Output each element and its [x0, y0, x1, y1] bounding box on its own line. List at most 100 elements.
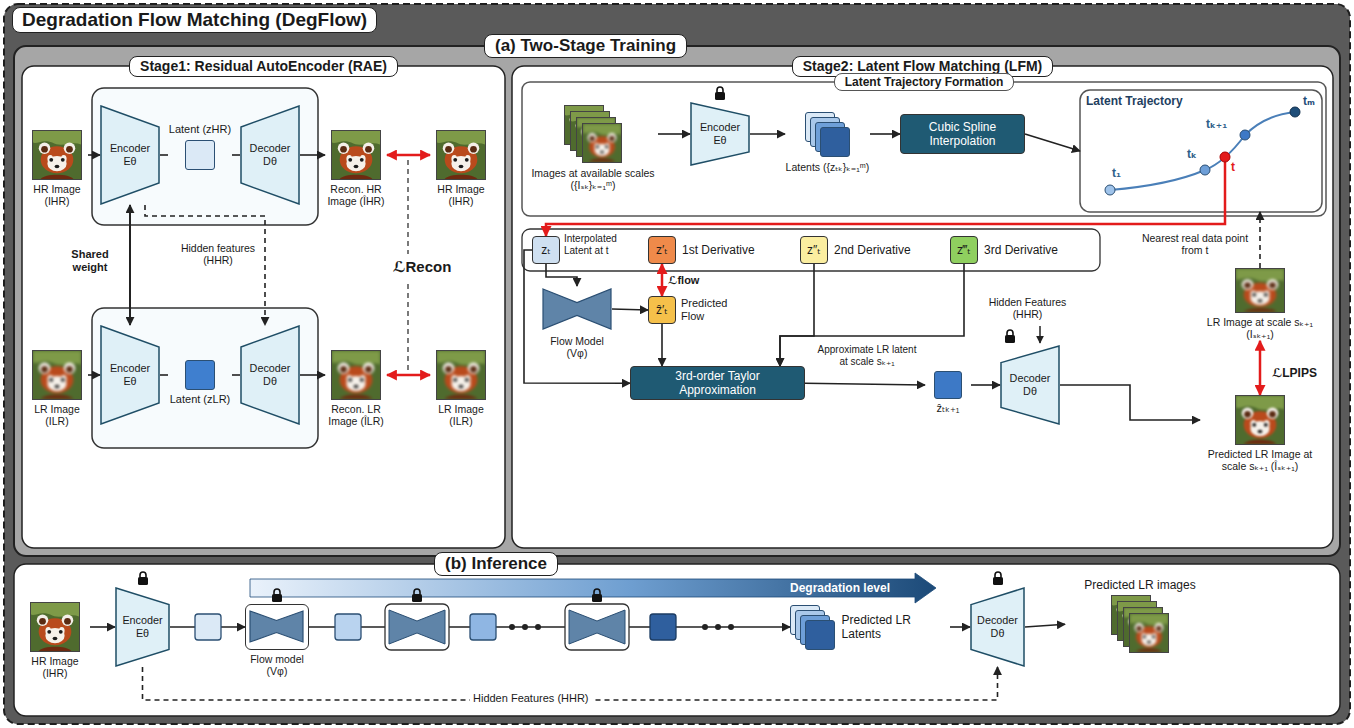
label-holder: tₖ [1187, 147, 1197, 161]
panda-photo [1236, 396, 1284, 444]
edge-label-holder: Nearest real data point from t [1138, 232, 1252, 257]
image-caption: HR Image (IHR) [26, 183, 88, 208]
lock-icon [412, 589, 422, 602]
connector [1025, 624, 1065, 627]
box-node: Cubic Spline Interpolation [900, 114, 1025, 154]
connector [870, 133, 900, 135]
latent-square [335, 614, 361, 640]
panda-photo [33, 351, 81, 399]
image-frame [436, 350, 486, 400]
section-frame [522, 82, 1326, 216]
connector [780, 264, 814, 366]
connector [524, 250, 630, 383]
box-node: z‴ₜ [950, 236, 978, 264]
trajectory-point [1200, 165, 1210, 175]
panda-photo [332, 351, 380, 399]
decoder-label: Decoder Dθ [1000, 372, 1060, 397]
annotation-label: tₖ₊₁ [1206, 117, 1227, 131]
decoder-label: Decoder Dθ [970, 614, 1025, 639]
connector [88, 154, 100, 156]
lock-holder [1004, 329, 1016, 343]
trapezoid-polygon [241, 106, 299, 204]
ellipsis-dot [715, 624, 721, 630]
img-node: HR Image (IHR) [26, 130, 88, 208]
trajectory-point [1220, 152, 1230, 162]
derivative-group [522, 229, 1100, 271]
panda-photo [437, 131, 485, 179]
panda-photo [31, 603, 79, 651]
label-holder: Predicted Flow [681, 297, 743, 323]
img-node: Recon. HR Image (ÎHR) [325, 130, 387, 208]
annotation-label: 2nd Derivative [834, 243, 911, 257]
lstack-node: Latents ({zₜₖ}ₖ₌₁ᵐ) [785, 112, 870, 173]
lock-shackle [414, 589, 420, 594]
annotation-label: 3rd Derivative [984, 243, 1058, 257]
flow-model-label: Flow Model (Vφ) [542, 335, 612, 360]
image-frame [32, 350, 82, 400]
box-node: ẑ′ₜ [648, 296, 676, 324]
lock-shackle [274, 589, 280, 594]
lock-icon [271, 588, 283, 602]
ellipsis-dot [702, 624, 708, 630]
lock-body [412, 594, 422, 602]
panel-background [14, 564, 1340, 716]
annotation-label: ℒRecon [390, 258, 454, 276]
bowtie-outline [542, 286, 612, 332]
connector [612, 309, 648, 310]
bow-node: Flow model (Vφ) [245, 604, 309, 678]
hidden-feature-arrow [1039, 326, 1041, 343]
label-holder: t₁ [1112, 166, 1121, 180]
trajectory-point [1290, 107, 1300, 117]
annotation-label: tₖ [1187, 147, 1197, 161]
lock-body [993, 577, 1003, 585]
panda-photo [332, 131, 380, 179]
process-box-label: ẑ′ₜ [655, 301, 669, 319]
edge-label-holder: Hidden features (HHR) [176, 242, 260, 267]
edge-label-holder: ℒflow [668, 274, 699, 287]
trapezoid-polygon [691, 103, 749, 165]
panda-photo [1236, 269, 1284, 312]
frame-node: Latent Trajectory FormationImages at ava… [522, 82, 1326, 216]
connector [546, 264, 577, 286]
image-caption: LR Image (ILR) [26, 403, 88, 428]
latent-square [185, 140, 215, 170]
latent-caption: Latents ({zₜₖ}ₖ₌₁ᵐ) [786, 161, 870, 173]
lock-holder [137, 571, 149, 585]
latent-square [650, 614, 676, 640]
label-holder: tₖ₊₁ [1206, 117, 1227, 131]
image-caption: Recon. LR Image (ÎLR) [325, 403, 387, 428]
image-frame [331, 130, 381, 180]
loss-leader [407, 160, 408, 254]
image-caption: Recon. HR Image (ÎHR) [325, 183, 387, 208]
panel-heading: (b) Inference [434, 552, 558, 576]
connector [1025, 134, 1080, 151]
enc-node: Encoder Eθ [100, 325, 160, 425]
lock-icon [714, 86, 726, 100]
annotation-label: t₁ [1112, 166, 1121, 180]
flow-model-shape [245, 604, 309, 650]
connector [232, 374, 240, 376]
annotation-label: t [1231, 160, 1235, 174]
label-holder: 1st Derivative [682, 243, 755, 257]
panel-heading: (a) Two-Stage Training [484, 34, 687, 58]
connector [971, 384, 1000, 386]
latent-square [185, 360, 215, 390]
traj-node: Latent Trajectory [1080, 90, 1322, 212]
panel-background [14, 46, 1340, 556]
panda-photo [583, 124, 621, 162]
connector [160, 374, 168, 376]
img-node: Predicted LR Image at scale sₖ₊₁ (Îₛₖ₊₁) [1200, 395, 1320, 473]
lock-body [1005, 335, 1015, 343]
edge-label: Hidden Features (HHR) [470, 692, 592, 705]
label-holder: ℒRecon [390, 258, 454, 276]
trajectory-title: Latent Trajectory [1080, 90, 1322, 112]
ellipsis-dot [522, 624, 528, 630]
panel: Stage2: Latent Flow Matching (LFM)Latent… [512, 66, 1333, 548]
panel: (b) InferenceHR Image (IHR)Encoder EθFlo… [14, 564, 1340, 716]
latent-square [470, 614, 496, 640]
lock-body [592, 594, 602, 602]
img-node: Recon. LR Image (ÎLR) [325, 350, 387, 428]
imgstack-node: Images at available scales ({Iₛₖ}ₖ₌₁ᵐ) [528, 105, 658, 192]
connector [300, 154, 325, 156]
panel-background [512, 66, 1333, 548]
